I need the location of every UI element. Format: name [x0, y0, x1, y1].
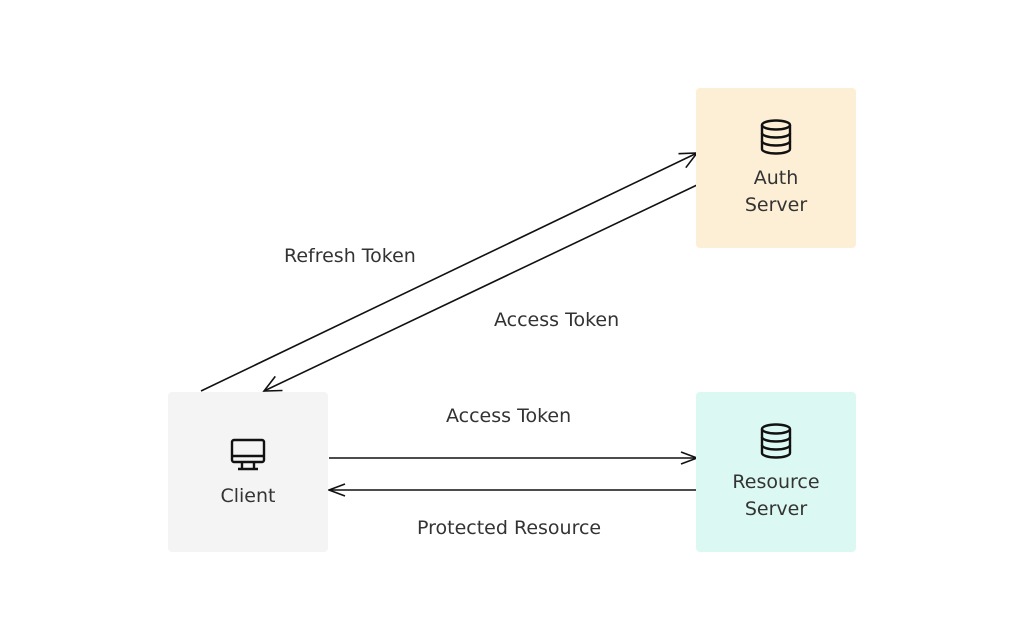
auth-server-node: Auth Server [696, 88, 856, 248]
protected-resource-label: Protected Resource [417, 517, 602, 539]
client-node: Client [168, 392, 328, 552]
client-label: Client [220, 484, 276, 507]
resource-server-label: Resource Server [732, 471, 820, 520]
access-token-auth-arrow-line [263, 184, 698, 392]
monitor-icon [230, 438, 266, 470]
protected-resource-arrowhead [326, 483, 346, 497]
database-icon [760, 423, 792, 459]
access-token-auth-arrowhead [262, 375, 283, 392]
resource-server-node: Resource Server [696, 392, 856, 552]
auth-server-label: Auth Server [744, 167, 808, 216]
refresh-token-label: Refresh Token [284, 245, 416, 267]
database-icon [760, 119, 792, 155]
access-token-auth-label: Access Token [494, 309, 620, 331]
refresh-token-arrow-line [200, 152, 698, 392]
access-token-resource-label: Access Token [446, 405, 572, 427]
